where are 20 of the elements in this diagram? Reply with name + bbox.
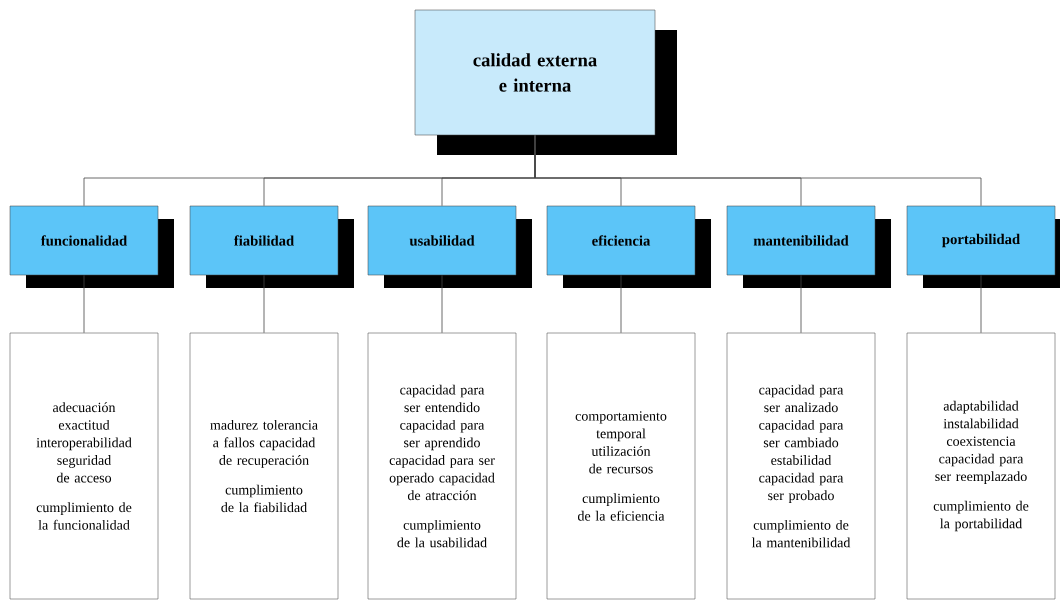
attribute-box: adaptabilidad instalabilidad coexistencia capacidad para ser reemplazado cumplimiento de la portabilidad	[906, 332, 1056, 600]
connector-line	[441, 274, 443, 334]
connector-line	[83, 274, 85, 334]
category-box: usabilidad	[367, 205, 532, 288]
category-box: portabilidad	[906, 205, 1060, 288]
connector-line	[534, 134, 982, 207]
attribute-box: adecuación exactitud interoperabilidad seguridad de acceso cumplimiento de la funcionalidad	[9, 332, 159, 600]
quality-box: calidad externa e interna	[414, 9, 677, 155]
category-box: eficiencia	[546, 205, 711, 288]
connector-line	[620, 274, 622, 334]
connector-line	[980, 274, 982, 334]
attribute-box: madurez tolerancia a fallos capacidad de recuperación cumplimiento de la fiabilidad	[189, 332, 339, 600]
attribute-box: capacidad para ser analizado capacidad para ser cambiado estabilidad capacidad para ser probado cumplimiento de la mantenibilidad	[726, 332, 876, 600]
connector-line	[263, 274, 265, 334]
connector-line	[800, 274, 802, 334]
category-box: mantenibilidad	[726, 205, 891, 288]
attribute-box: comportamiento temporal utilización de recursos cumplimiento de la eficiencia	[546, 332, 696, 600]
category-box: funcionalidad	[9, 205, 174, 288]
attribute-box: capacidad para ser entendido capacidad para ser aprendido capacidad para ser operado capacidad de atracción cumplimiento de la usabilidad	[367, 332, 517, 600]
category-box: fiabilidad	[189, 205, 354, 288]
